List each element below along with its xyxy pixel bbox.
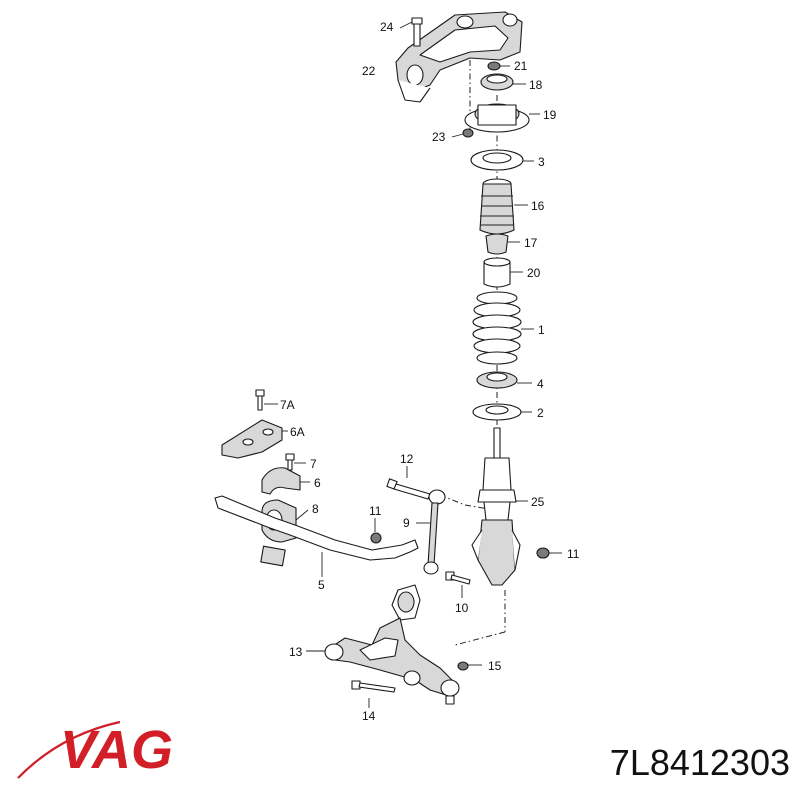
callout-6A: 6A — [290, 425, 305, 439]
callout-20: 20 — [527, 266, 541, 280]
strut-tower-mount — [395, 11, 523, 103]
coil-spring-1 — [472, 291, 534, 365]
bolt-12 — [386, 466, 431, 500]
clamp-6 — [261, 453, 310, 495]
vag-logo: VAG — [17, 720, 173, 780]
callout-3: 3 — [538, 155, 545, 169]
callout-7: 7 — [310, 457, 317, 471]
nut-21 — [487, 61, 510, 71]
callout-11-right: 11 — [567, 547, 580, 561]
shock-absorber-25 — [471, 427, 528, 586]
callout-14: 14 — [362, 709, 376, 723]
stabiliser-bar-5 — [214, 495, 419, 577]
lower-seat-2 — [472, 403, 532, 421]
upper-spring-seat-3 — [470, 149, 534, 171]
bracket-6A — [221, 389, 288, 459]
callout-10: 10 — [455, 601, 469, 615]
lower-control-arm — [306, 584, 482, 708]
stabiliser-link-9 — [416, 489, 446, 575]
callout-13: 13 — [289, 645, 303, 659]
callout-8: 8 — [312, 502, 319, 516]
callout-25: 25 — [531, 495, 545, 509]
bolt-24 — [399, 17, 423, 47]
logo-text: VAG — [60, 720, 173, 780]
callout-7A: 7A — [280, 398, 295, 412]
strut-bearing-19 — [464, 103, 540, 133]
callout-5: 5 — [318, 578, 325, 592]
nut-11-right — [536, 547, 562, 559]
callout-18: 18 — [529, 78, 543, 92]
callout-12: 12 — [400, 452, 414, 466]
callout-4: 4 — [537, 377, 544, 391]
callout-17: 17 — [524, 236, 538, 250]
bump-stop-17 — [485, 233, 520, 255]
boot-16 — [479, 178, 528, 235]
callout-21: 21 — [514, 59, 528, 73]
top-cap-18 — [480, 73, 526, 91]
callout-23: 23 — [432, 130, 446, 144]
callout-22: 22 — [362, 64, 376, 78]
callout-24: 24 — [380, 20, 394, 34]
callout-1: 1 — [538, 323, 545, 337]
callout-2: 2 — [537, 406, 544, 420]
nut-23 — [451, 128, 474, 138]
callout-16: 16 — [531, 199, 545, 213]
nut-11-left — [370, 518, 382, 544]
callout-9: 9 — [403, 516, 410, 530]
callout-19: 19 — [543, 108, 557, 122]
cap-20 — [483, 257, 523, 288]
callout-15: 15 — [488, 659, 502, 673]
bolt-10 — [445, 571, 471, 598]
callout-6: 6 — [314, 476, 321, 490]
callout-11-left: 11 — [369, 504, 382, 518]
callout-labels: 24 22 21 18 19 23 3 16 17 20 1 4 2 7A 6A… — [280, 20, 580, 723]
part-number: 7L8412303 — [610, 742, 790, 783]
spring-pad-4 — [476, 371, 532, 389]
